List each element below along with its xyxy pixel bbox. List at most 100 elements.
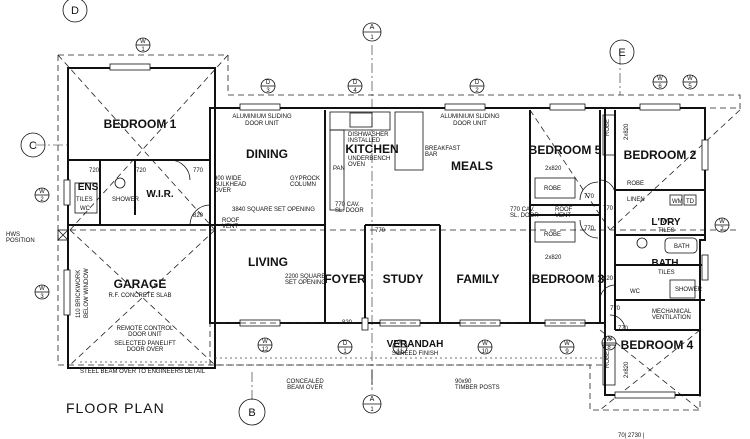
note-square-set-3840: 3840 SQUARE SET OPENING [232, 207, 315, 213]
dimension: 720 [89, 168, 100, 174]
room-label-verandah: VERANDAH [387, 339, 444, 350]
note-sliding-left: ALUMINIUM SLIDING [232, 114, 292, 120]
grid-marker-b: B [238, 398, 266, 426]
door-tag-d1: D 1 [337, 339, 353, 355]
robe-bedroom3 [534, 221, 576, 243]
window-tag-w11: W 11 [392, 339, 408, 355]
door-tag-d2: D 2 [469, 78, 485, 94]
svg-text:W: W [482, 341, 488, 347]
note-sliding-right: ALUMINIUM SLIDING [440, 114, 500, 120]
note-roof-vent-b: ROOF [555, 207, 573, 213]
note-dishwasher: INSTALLED [348, 138, 381, 144]
note-tiles: TILES [658, 270, 675, 276]
svg-text:W: W [39, 286, 45, 292]
note-washing-machine: WM [672, 199, 683, 205]
kitchen-bench [329, 111, 391, 131]
note-tumble-dryer: TD [686, 199, 695, 205]
grid-marker-a-top: A 1 [362, 22, 382, 42]
robe-bedroom4 [602, 344, 616, 386]
room-label-meals: MEALS [451, 159, 493, 173]
washing-machine-icon [669, 194, 683, 206]
svg-text:B: B [248, 407, 255, 419]
note-mech-vent: MECHANICAL [652, 309, 692, 315]
note-cavity-door-right: SL. DOOR [510, 213, 539, 219]
window [614, 391, 676, 399]
svg-text:D: D [343, 341, 348, 347]
note-cavity-door-right: 770 CAV. [510, 207, 535, 213]
window [444, 103, 486, 111]
dimension: 2x820 [545, 166, 562, 172]
basin-icon [114, 177, 126, 189]
note-underbench: UNDERBENCH [348, 156, 390, 162]
dimension: 2x820 [624, 123, 630, 140]
svg-text:11: 11 [397, 349, 404, 355]
svg-text:10: 10 [482, 349, 489, 355]
hip-line [69, 229, 216, 366]
window-tag-w7: W 7 [714, 217, 730, 233]
note-tiles: TILES [76, 197, 93, 203]
svg-text:3: 3 [40, 294, 44, 300]
note-dishwasher: DISHWASHER [348, 132, 389, 138]
room-label-family: FAMILY [457, 272, 500, 286]
room-label-kitchen: KITCHEN [345, 142, 398, 156]
grid-marker-e: E [609, 39, 635, 65]
note-roof-vent: ROOF [222, 218, 240, 224]
svg-text:5: 5 [688, 84, 692, 90]
note-robe: ROBE [605, 351, 611, 368]
window [63, 179, 71, 206]
room-label-dining: DINING [246, 147, 288, 161]
note-pantry: PAN [333, 166, 345, 172]
svg-text:7: 7 [720, 227, 724, 233]
room-label-living: LIVING [248, 255, 288, 269]
note-brickwork: 110 BRICKWORK [76, 270, 82, 318]
note-robe: ROBE [544, 232, 561, 238]
note-bathtub: BATH [674, 244, 690, 250]
svg-text:D: D [266, 80, 271, 86]
dimension: 770 [610, 306, 621, 312]
note-robe: ROBE [605, 119, 611, 136]
note-timber-posts: TIMBER POSTS [455, 385, 500, 391]
svg-text:1: 1 [343, 349, 347, 355]
svg-text:6: 6 [658, 84, 662, 90]
note-screed-finish: SCREED FINISH [392, 351, 438, 357]
note-remote-door: DOOR UNIT [128, 332, 162, 338]
svg-text:W: W [262, 339, 268, 345]
svg-text:4: 4 [353, 88, 357, 94]
note-brickwork: BELOW WINDOW [84, 268, 90, 318]
dimension: 770 [193, 168, 204, 174]
door-swing [169, 159, 191, 181]
note-roof-vent-b: VENT [555, 213, 571, 219]
door-tag-d3: D 3 [260, 78, 276, 94]
note-bulkhead: BULKHEAD [214, 182, 247, 188]
drawing-title: FLOOR PLAN [66, 400, 165, 416]
dimension: 820 [342, 320, 353, 326]
svg-text:W: W [657, 76, 663, 82]
note-square-set-2200: SET OPENING [285, 280, 326, 286]
svg-text:2: 2 [475, 88, 479, 94]
note-cavity-door-left: 770 CAV. [335, 202, 360, 208]
note-shower: SHOWER [675, 287, 703, 293]
door-swing [599, 179, 616, 196]
roof-outline [58, 54, 741, 110]
note-mech-vent: VENTILATION [652, 315, 691, 321]
room-label-bedroom5: BEDROOM 5 [529, 143, 602, 157]
svg-text:E: E [618, 47, 625, 59]
bathtub [664, 237, 698, 254]
svg-text:W: W [397, 341, 403, 347]
window [639, 103, 681, 111]
basin-icon [636, 237, 648, 249]
svg-text:A: A [370, 396, 375, 403]
hws-unit [57, 229, 69, 241]
tumble-dryer-icon [683, 194, 697, 206]
note-breakfast: BAR [425, 152, 438, 158]
room-label-bedroom1: BEDROOM 1 [104, 117, 177, 131]
svg-text:A: A [370, 24, 375, 31]
svg-text:1: 1 [370, 35, 374, 41]
note-roof-vent: VENT [222, 224, 238, 230]
dimension: 820 [193, 213, 204, 219]
bedroom-wing-wall [530, 107, 706, 396]
svg-text:W: W [719, 219, 725, 225]
door-swing [579, 219, 599, 239]
note-steel-beam: STEEL BEAM OVER TO ENGINEERS DETAIL [80, 369, 206, 375]
